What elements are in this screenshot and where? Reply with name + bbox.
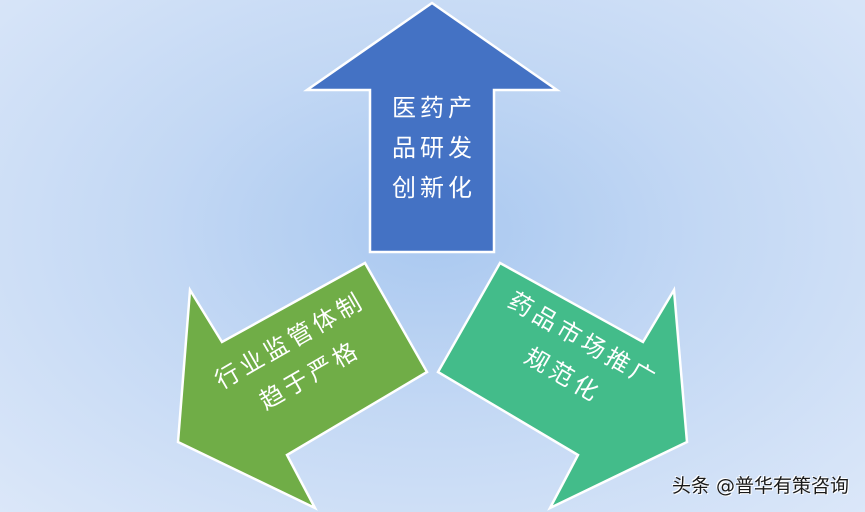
arrow-down-left [176, 261, 429, 511]
arrow-up-label: 医药产 品研发 创新化 [392, 94, 476, 202]
arrow-up [303, 1, 561, 254]
arrow-down-right [436, 261, 689, 511]
watermark: 头条 @普华有策咨询 [671, 475, 849, 497]
